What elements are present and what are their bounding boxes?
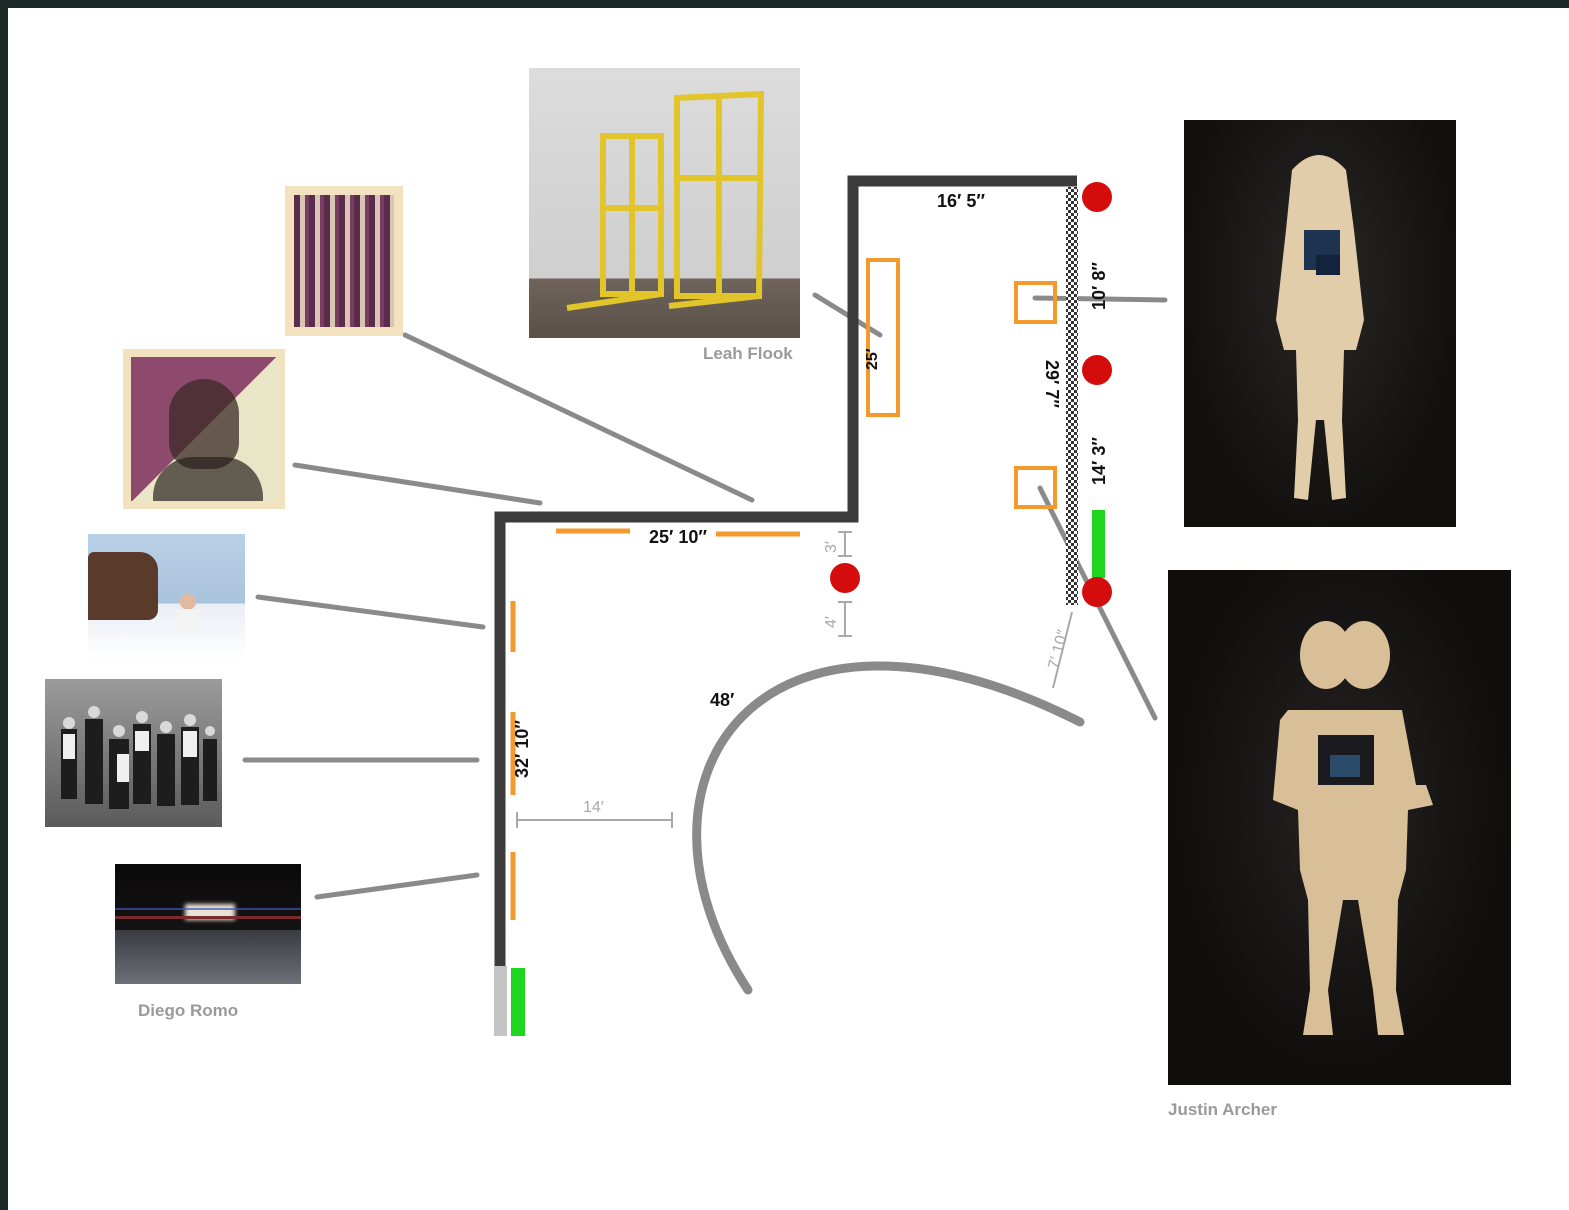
dim-left-wall: 32′ 10″: [512, 720, 532, 778]
orange-panel-25: [866, 258, 900, 417]
credit-justin-archer: Justin Archer: [1168, 1100, 1277, 1119]
left-wall-gray-end: [494, 966, 507, 1036]
walls: [494, 175, 1077, 968]
connector-split-portrait: [292, 462, 543, 506]
connector-striped-portrait: [402, 332, 755, 503]
blue-bedroom-photo[interactable]: [88, 534, 245, 660]
dim-gap-upper: 3′: [823, 541, 840, 553]
hooded-figure-sculpture[interactable]: [1184, 120, 1456, 527]
sculpture-photo-icon: [1276, 155, 1364, 500]
red-dot: [1082, 577, 1112, 607]
photo-icon: [294, 195, 394, 327]
curved-wall: [692, 661, 1085, 995]
red-dot: [1082, 355, 1112, 385]
dim-top-wall: 16′ 5″: [937, 191, 985, 211]
photo-icon: [131, 357, 277, 501]
dimension-labels-gray: 3′ 4′ 7′ 10″ 14′: [583, 541, 1072, 816]
dim-right-lower: 14′ 3″: [1089, 437, 1109, 485]
dim-right-upper: 10′ 8″: [1089, 262, 1109, 310]
sculpture-photo-icon: [566, 90, 765, 311]
sculpture-photo-icon: [1273, 621, 1433, 1035]
connector-bedroom-photo: [255, 594, 486, 630]
family-portrait-photo[interactable]: [45, 679, 222, 827]
dimension-lines: [516, 531, 1073, 828]
dim-left-gap: 14′: [583, 799, 604, 816]
dim-mid-wall: 25′ 10″: [649, 527, 707, 547]
dim-right-wall: 29′ 7″: [1042, 360, 1062, 408]
photo-icon: [88, 552, 158, 620]
green-marker-left: [511, 968, 525, 1036]
striped-portrait[interactable]: [285, 186, 403, 336]
main-wall: [494, 175, 1077, 968]
yellow-frames-sculpture[interactable]: [529, 68, 800, 338]
two-headed-figure-sculpture[interactable]: [1168, 570, 1511, 1085]
orange-panels: [510, 258, 1057, 920]
red-markers: [830, 182, 1112, 607]
dim-curve: 48′: [710, 690, 734, 710]
dimension-labels: 16′ 5″ 10′ 8″ 29′ 7″ 14′ 3″ 25′ 25′ 10″ …: [512, 191, 1109, 778]
floor-plan: 16′ 5″ 10′ 8″ 29′ 7″ 14′ 3″ 25′ 25′ 10″ …: [242, 175, 1168, 1036]
dim-gap-right: 7′ 10″: [1045, 628, 1072, 671]
red-dot: [830, 563, 860, 593]
green-marker-right: [1092, 510, 1105, 578]
split-portrait[interactable]: [123, 349, 285, 509]
credit-leah-flook: Leah Flook: [703, 344, 793, 363]
orange-box-upper: [1014, 281, 1057, 324]
right-checkered-wall: [1066, 187, 1078, 605]
dim-orange-panel: 25′: [864, 348, 881, 370]
photo-icon: [61, 706, 217, 809]
dim-gap-lower: 4′: [823, 616, 840, 628]
red-dot: [1082, 182, 1112, 212]
credit-diego-romo: Diego Romo: [138, 1001, 239, 1020]
dark-motion-photo[interactable]: [115, 864, 301, 984]
connector-diego-romo: [314, 872, 480, 900]
connector-lines: [242, 292, 1168, 900]
floor-plan-canvas: 16′ 5″ 10′ 8″ 29′ 7″ 14′ 3″ 25′ 25′ 10″ …: [8, 8, 1569, 1210]
orange-box-lower: [1014, 466, 1057, 509]
